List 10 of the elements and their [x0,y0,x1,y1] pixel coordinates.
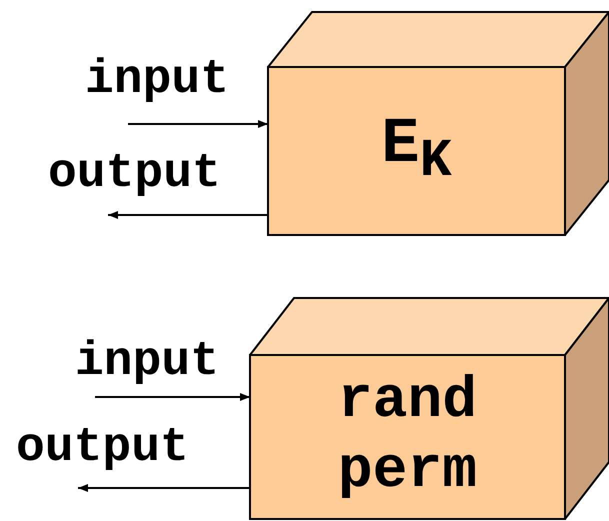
arrow [95,393,250,401]
block-label: E$_{K}$ [381,108,452,194]
edge-label: output [16,424,189,472]
edge-label: input [75,338,220,386]
arrow [108,211,268,219]
block-label: rand perm [336,368,478,506]
arrow [128,120,268,128]
edge-label: input [85,56,230,104]
arrow [78,484,250,492]
edge-label: output [48,150,221,198]
